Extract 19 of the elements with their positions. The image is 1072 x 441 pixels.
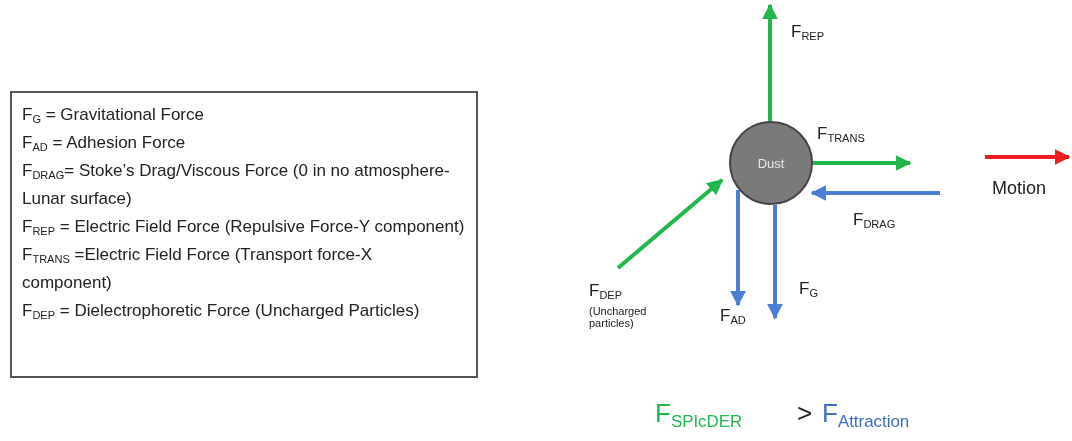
key-entry: F$_{AD}$ = Adhesion Force	[22, 132, 187, 156]
force-label: F$_{DRAG}$	[853, 210, 896, 230]
key-entry: F$_{REP}$ = Electric Field Force (Repulsive Force-Y component)	[22, 216, 466, 240]
note: (Uncharged particles)	[589, 305, 648, 329]
force-symbol: F$_{Attraction}$	[822, 398, 910, 429]
force-symbol: F$_{SPIcDER}$	[655, 398, 743, 429]
key-entry: F$_{DEP}$ = Dielectrophoretic Force (Uncharged Particles)	[22, 300, 421, 324]
key-panel	[10, 91, 478, 378]
key-entry: F$_{TRANS}$ =Electric Field Force (Transport force-X component)	[22, 244, 373, 294]
motion-label: Motion	[992, 178, 1047, 199]
force-label: F$_{DEP}$	[589, 281, 623, 301]
force-label: F$_{TRANS}$	[817, 124, 865, 144]
comparison-sign: >	[797, 398, 813, 429]
particle-label: Dust	[757, 155, 785, 171]
force-label: F$_{AD}$	[720, 306, 746, 326]
key-entry: F$_{G}$ = Gravitational Force	[22, 104, 205, 128]
force-label: F$_{G}$	[799, 279, 818, 299]
key-entry: F$_{DRAG}$= Stoke’s Drag/Viscous Force (0 in no atmosphere-Lunar surface)	[22, 160, 451, 210]
force-label: F$_{REP}$	[791, 22, 825, 42]
